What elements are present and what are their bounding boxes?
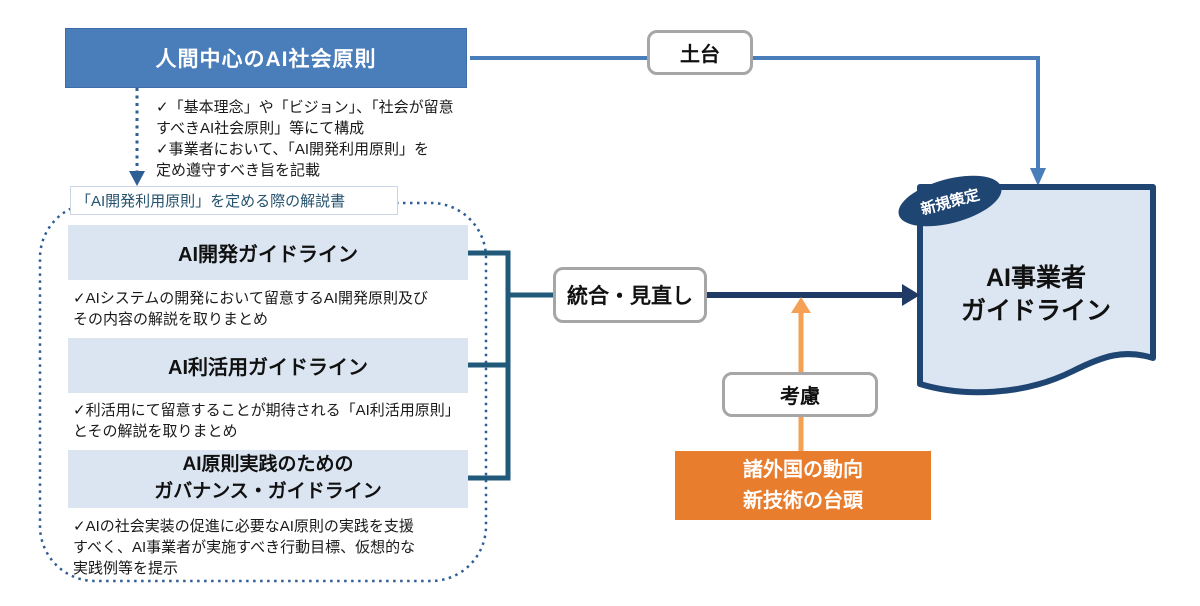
guideline-governance-title: AI原則実践のための ガバナンス・ガイドライン [154, 454, 382, 502]
result-document-title: AI事業者 ガイドライン [960, 264, 1111, 325]
foundation-label: 土台 [680, 44, 720, 66]
consideration-label-pill: 考慮 [722, 372, 878, 417]
dotted-down-arrow [129, 88, 145, 186]
new-formulation-badge: 新規策定 [898, 175, 1002, 227]
principles-header-label: 人間中心のAI社会原則 [155, 48, 377, 71]
consideration-label: 考慮 [780, 386, 820, 408]
explainer-label: 「AI開発利用原則」を定める際の解説書 [70, 186, 398, 215]
foundation-label-pill: 土台 [647, 30, 753, 75]
guideline-development-title: AI開発ガイドライン [178, 244, 358, 266]
integration-label: 統合・見直し [567, 285, 693, 308]
integration-arrow [705, 284, 920, 306]
guideline-utilization-note: ✓利活用にて留意することが期待される「AI利活用原則」 とその解説を取りまとめ [73, 402, 460, 440]
external-factors-box: 諸外国の動向 新技術の台頭 [675, 451, 931, 520]
principles-header-box: 人間中心のAI社会原則 [65, 28, 467, 88]
guideline-governance-note: ✓AIの社会実装の促進に必要なAI原則の実践を支援 すべく、AI事業者が実施すべ… [73, 518, 416, 577]
guideline-box-utilization: AI利活用ガイドライン [68, 338, 468, 393]
guideline-box-development: AI開発ガイドライン [68, 225, 468, 280]
integration-label-pill: 統合・見直し [553, 267, 707, 323]
principles-notes: ✓「基本理念」や「ビジョン」、「社会が留意 すべきAI社会原則」等にて構成 ✓事… [156, 99, 454, 179]
guidelines-bracket [466, 250, 556, 481]
result-document-shape [917, 184, 1156, 396]
guideline-utilization-title: AI利活用ガイドライン [168, 357, 368, 379]
guideline-development-note: ✓AIシステムの開発において留意するAI開発原則及び その内容の解説を取りまとめ [73, 290, 429, 328]
foundation-connector-arrow [470, 56, 1046, 186]
guideline-box-governance: AI原則実践のための ガバナンス・ガイドライン [68, 450, 468, 508]
